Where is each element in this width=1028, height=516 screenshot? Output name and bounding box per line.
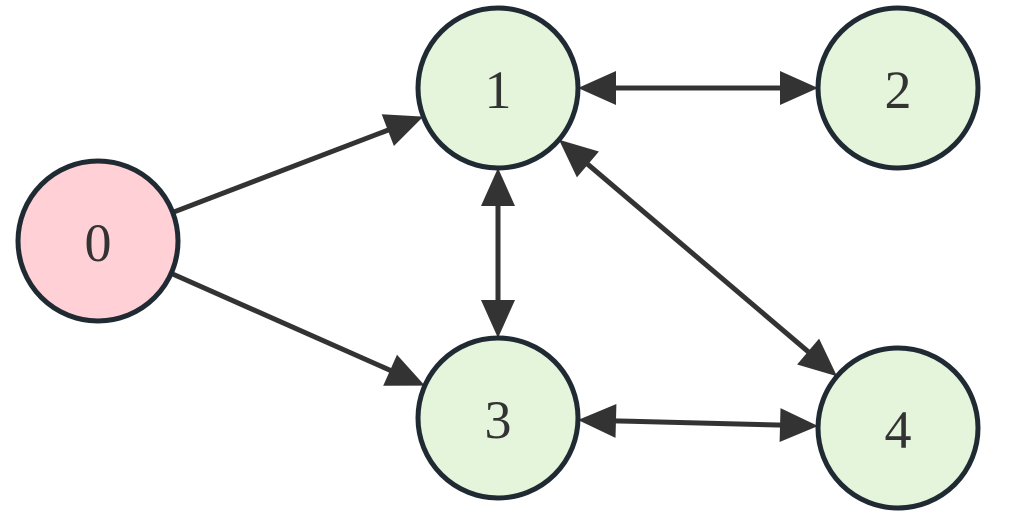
- node-label: 3: [485, 390, 512, 450]
- node-0: 0: [15, 158, 181, 324]
- node-label: 4: [885, 400, 912, 460]
- node-label: 0: [85, 213, 112, 273]
- node-label: 1: [485, 60, 512, 120]
- edge-3-4: [578, 404, 818, 442]
- node-2: 2: [815, 5, 981, 171]
- node-1: 1: [415, 5, 581, 171]
- node-circle: [815, 345, 981, 511]
- edge-1-4: [559, 139, 837, 377]
- edge-line: [607, 418, 789, 428]
- nodes-layer: 0 1 2 3 4: [15, 5, 981, 511]
- edges-layer: [170, 71, 837, 442]
- arrowhead-to-1: [578, 71, 616, 105]
- arrowhead-to-1: [481, 168, 515, 206]
- edge-0-1: [171, 114, 424, 215]
- arrowhead-to-3: [578, 404, 617, 438]
- node-circle: [15, 158, 181, 324]
- node-circle: [815, 5, 981, 171]
- node-4: 4: [815, 345, 981, 511]
- edge-line: [171, 124, 397, 215]
- arrowhead-to-1: [381, 114, 424, 146]
- node-label: 2: [885, 60, 912, 120]
- edge-0-3: [170, 271, 425, 386]
- arrowhead-to-3: [481, 300, 515, 338]
- edge-line: [580, 157, 816, 359]
- node-circle: [415, 5, 581, 171]
- arrowhead-to-3: [383, 354, 425, 386]
- arrowhead-to-2: [780, 71, 818, 105]
- node-3: 3: [415, 335, 581, 501]
- arrowhead-to-4: [779, 408, 818, 442]
- arrowhead-to-1: [559, 139, 599, 178]
- edge-1-2: [578, 71, 818, 105]
- edge-line: [170, 271, 399, 376]
- node-circle: [415, 335, 581, 501]
- arrowhead-to-4: [797, 338, 837, 377]
- edge-1-3: [481, 168, 515, 338]
